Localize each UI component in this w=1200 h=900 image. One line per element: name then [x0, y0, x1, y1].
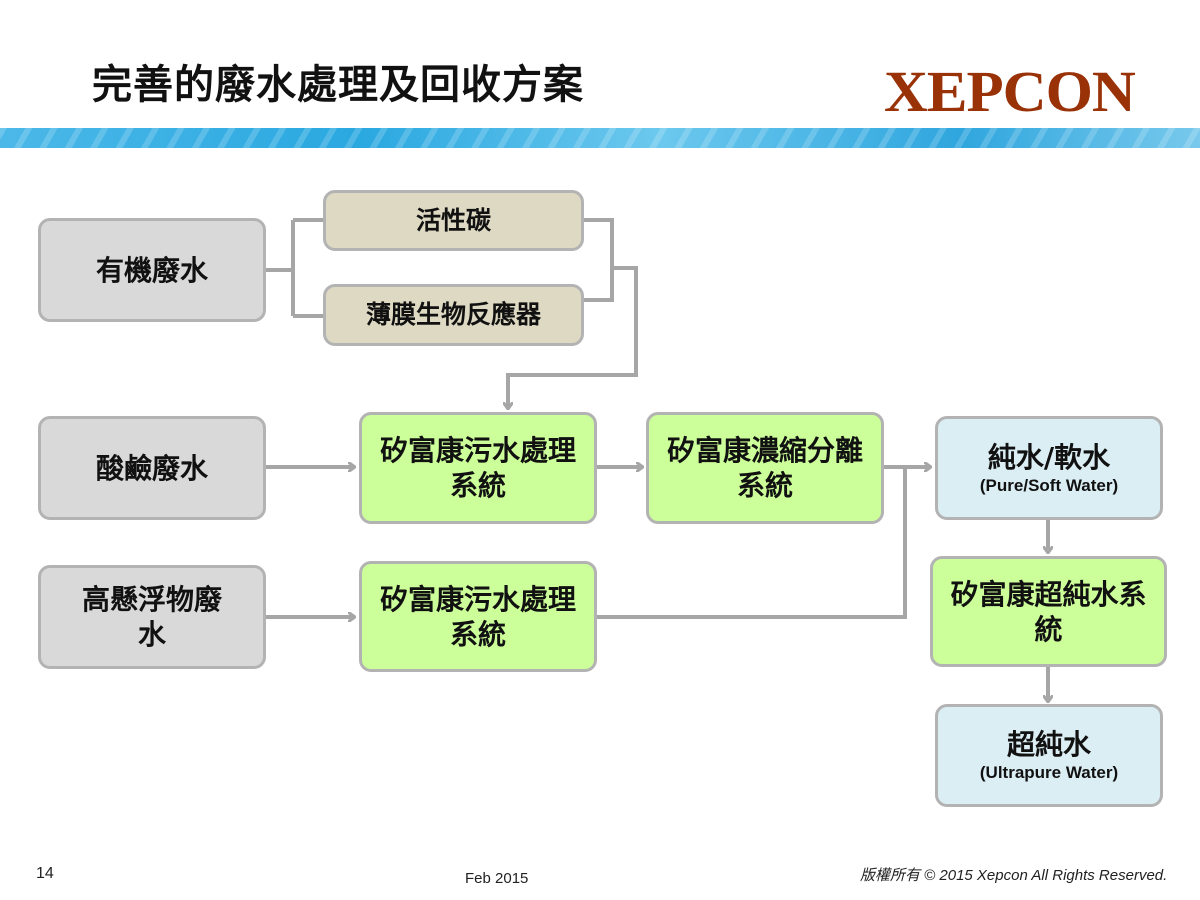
xepcon-logo: XEPCON	[884, 59, 1136, 124]
node-sublabel: (Ultrapure Water)	[979, 763, 1119, 783]
pure-water-box: 純水/軟水(Pure/Soft Water)	[935, 416, 1163, 520]
page-number: 14	[36, 865, 54, 882]
organic-wastewater-box: 有機廢水	[38, 218, 266, 322]
mbr-box: 薄膜生物反應器	[323, 284, 584, 346]
copyright: 版權所有 © 2015 Xepcon All Rights Reserved.	[860, 867, 1168, 884]
concentration-system-box: 矽富康濃縮分離系統	[646, 412, 884, 524]
connector-organic-split	[265, 218, 323, 318]
ultrapure-water-box: 超純水(Ultrapure Water)	[935, 704, 1163, 807]
node-label: 薄膜生物反應器	[365, 300, 541, 330]
node-label: 高懸浮物廢水	[81, 583, 222, 651]
connector-treat2	[596, 467, 907, 619]
ultrapure-system-box: 矽富康超純水系統	[930, 556, 1167, 667]
node-label: 矽富康污水處理系統	[379, 434, 576, 502]
treatment-system-box-1: 矽富康污水處理系統	[359, 412, 597, 524]
treatment-system-box-2: 矽富康污水處理系統	[359, 561, 597, 672]
acid-alkali-wastewater-box: 酸鹼廢水	[38, 416, 266, 520]
node-label: 超純水	[1006, 728, 1091, 762]
node-label: 純水/軟水	[987, 440, 1111, 474]
node-label: 矽富康污水處理系統	[379, 582, 576, 651]
suspended-solids-wastewater-box: 高懸浮物廢水	[38, 565, 266, 669]
node-label: 矽富康超純水系統	[950, 577, 1147, 646]
node-label: 酸鹼廢水	[95, 451, 208, 485]
node-label: 矽富康濃縮分離系統	[666, 434, 863, 502]
activated-carbon-box: 活性碳	[323, 190, 584, 251]
node-sublabel: (Pure/Soft Water)	[979, 475, 1119, 495]
connector-merge	[508, 218, 638, 408]
slide-title: 完善的廢水處理及回收方案	[92, 62, 584, 108]
water-banner	[0, 128, 1200, 148]
footer-date: Feb 2015	[465, 870, 529, 887]
node-label: 活性碳	[415, 205, 491, 235]
node-label: 有機廢水	[95, 253, 208, 287]
